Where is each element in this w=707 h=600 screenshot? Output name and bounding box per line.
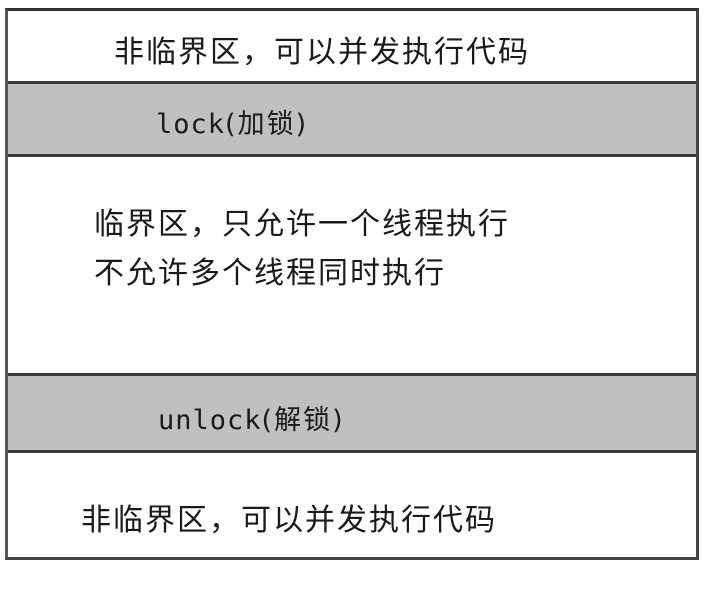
- unlock-annotation: (解锁): [261, 405, 345, 436]
- critical-section: 临界区，只允许一个线程执行 不允许多个线程同时执行: [8, 157, 696, 373]
- lock-keyword: lock: [156, 109, 226, 140]
- non-critical-top-text: 非临界区，可以并发执行代码: [114, 35, 530, 70]
- unlock-label: unlock(解锁): [158, 398, 345, 437]
- unlock-keyword: unlock: [158, 405, 262, 436]
- diagram-frame: 非临界区，可以并发执行代码 lock(加锁) 临界区，只允许一个线程执行 不允许…: [5, 8, 699, 560]
- critical-line-2: 不允许多个线程同时执行: [94, 256, 446, 291]
- lock-bar: lock(加锁): [8, 81, 696, 157]
- critical-line-1: 临界区，只允许一个线程执行: [94, 207, 510, 242]
- lock-annotation: (加锁): [225, 109, 309, 140]
- non-critical-section-top: 非临界区，可以并发执行代码: [8, 11, 696, 81]
- unlock-bar: unlock(解锁): [8, 373, 696, 453]
- non-critical-bottom-text: 非临界区，可以并发执行代码: [81, 503, 497, 538]
- non-critical-section-bottom: 非临界区，可以并发执行代码: [8, 453, 696, 557]
- lock-label: lock(加锁): [156, 102, 308, 141]
